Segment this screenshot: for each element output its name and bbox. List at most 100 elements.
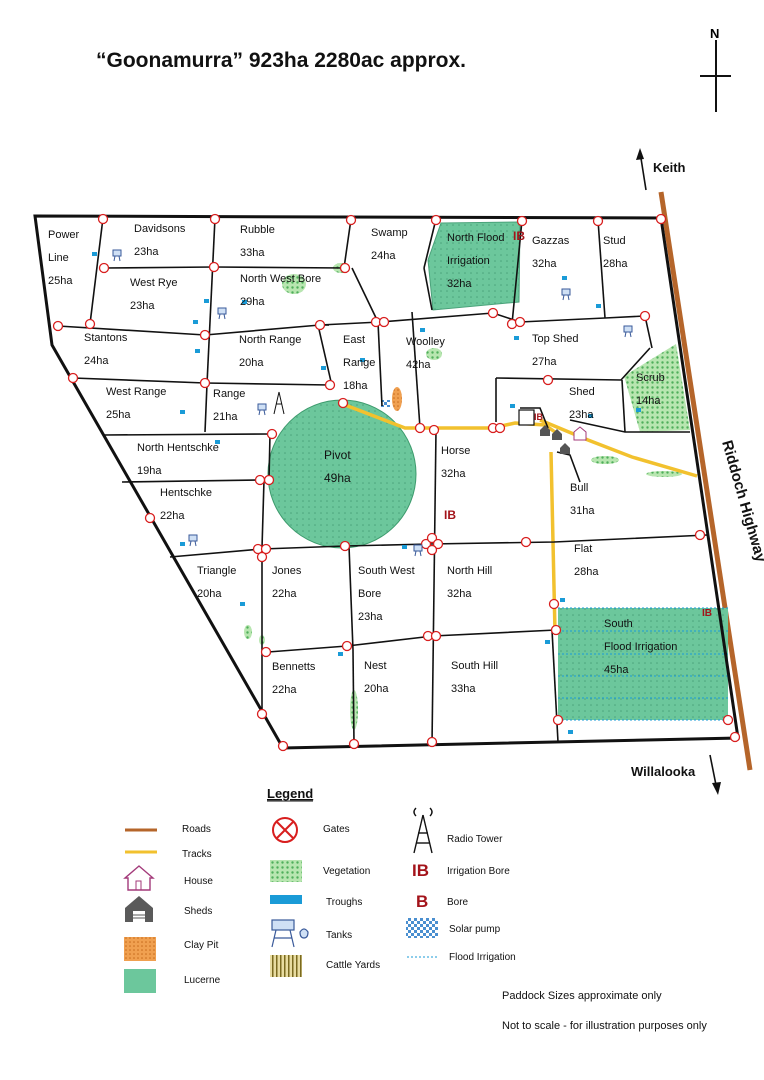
north-label: N [710,26,719,41]
paddock-label: 20ha [239,357,264,369]
paddock-label: Gazzas [532,235,570,247]
legend-cattle-yards-label: Cattle Yards [326,960,380,971]
legend-bore-label: Bore [447,897,469,908]
legend-house-label: House [184,876,213,887]
legend-troughs-label: Troughs [326,897,362,908]
paddock-label: 45ha [604,664,629,676]
paddock-label: West Rye [130,277,177,289]
legend-vegetation-label: Vegetation [323,866,370,877]
tanks [112,249,633,557]
note-not-to-scale: Not to scale - for illustration purposes… [502,1020,707,1032]
paddock-label: Flood Irrigation [604,641,677,653]
paddock-label: North Flood [447,232,504,244]
paddock-label: 18ha [343,380,368,392]
paddock-label: 32ha [447,588,472,600]
paddock-label: South Hill [451,660,498,672]
irrigation-bore-shed: IB [534,412,544,422]
radio-tower-icon [413,807,433,854]
paddock-label: North Range [239,334,301,346]
property-boundary [33,214,740,750]
tank-icon [271,919,309,948]
paddock-label: 23ha [134,246,159,258]
legend-cattle-yards-swatch [270,955,302,977]
paddock-label: 28ha [603,258,628,270]
paddock-label: 28ha [574,566,599,578]
paddock-label: Range [213,388,245,400]
solar-pump-map [381,400,390,407]
paddock-label: 22ha [160,510,185,522]
paddock-label: 22ha [272,684,297,696]
paddock-label: Range [343,357,375,369]
legend-solar-pump-label: Solar pump [449,924,501,935]
paddock-label: 24ha [371,250,396,262]
paddock-label: 22ha [272,588,297,600]
paddock-label: 25ha [48,275,73,287]
paddock-label: 23ha [130,300,155,312]
paddock-label: West Range [106,386,166,398]
riddoch-highway-label: Riddoch Highway [718,438,764,564]
paddock-label: 21ha [213,411,238,423]
paddock-label: 32ha [441,468,466,480]
paddock-label: 19ha [137,465,162,477]
paddock-label: Bore [358,588,381,600]
paddock-label: Davidsons [134,223,186,235]
legend-clay-pit-swatch [124,937,156,961]
irrigation-bore-north: IB [513,229,525,243]
map-title: “Goonamurra” 923ha 2280ac approx. [96,49,466,72]
legend-lucerne-swatch [124,969,156,993]
legend-sheds-label: Sheds [184,906,212,917]
paddock-label: Stantons [84,332,128,344]
legend-tanks-label: Tanks [326,930,352,941]
paddock-label: Horse [441,445,470,457]
note-paddock-sizes: Paddock Sizes approximate only [502,990,662,1002]
paddock-label: Stud [603,235,626,247]
paddock-label: Pivot [324,448,351,462]
legend-irrigation-bore-label: Irrigation Bore [447,866,510,877]
legend-flood-irrigation-label: Flood Irrigation [449,952,516,963]
paddock-label: 20ha [364,683,389,695]
riddoch-highway-road [658,191,753,771]
willalooka-arrow-icon [709,754,721,795]
paddock-label: 32ha [447,278,472,290]
paddock-label: Shed [569,386,595,398]
paddock-label: 14ha [636,395,661,407]
paddock-label: Bull [570,482,588,494]
paddock-label: Triangle [197,565,236,577]
legend-title: Legend [267,786,313,801]
legend-clay-pit-label: Clay Pit [184,940,219,951]
north-arrow-icon: N [700,26,731,112]
willalooka-label: Willalooka [631,764,696,779]
north-flood-lucerne [427,221,521,311]
paddock-label: 49ha [324,471,351,485]
paddock-label: 31ha [570,505,595,517]
legend: Legend Roads Tracks House Sheds Clay Pit… [123,786,516,993]
legend-bore-mark: B [416,892,428,911]
paddock-label: Hentschke [160,487,212,499]
keith-label: Keith [653,160,686,175]
paddock-label: Irrigation [447,255,490,267]
paddock-label: 33ha [451,683,476,695]
paddock-label: 29ha [240,296,265,308]
paddock-label: 42ha [406,359,431,371]
legend-gates-label: Gates [323,824,350,835]
legend-tracks-label: Tracks [182,849,212,860]
paddock-label: Rubble [240,224,275,236]
paddock-label: North West Bore [240,273,321,285]
legend-radio-tower-label: Radio Tower [447,834,503,845]
paddock-label: North Hill [447,565,492,577]
paddock-label: 33ha [240,247,265,259]
paddock-label: 27ha [532,356,557,368]
paddock-label: 20ha [197,588,222,600]
troughs [92,252,641,734]
irrigation-bore-south: IB [702,608,712,619]
paddock-label: 23ha [358,611,383,623]
paddock-label: Scrub [636,372,665,384]
gate-icon [272,817,298,843]
radio-tower-map-icon [273,391,285,415]
paddock-label: Jones [272,565,302,577]
legend-solar-pump-swatch [406,918,438,938]
paddock-label: 25ha [106,409,131,421]
paddock-label: Swamp [371,227,408,239]
